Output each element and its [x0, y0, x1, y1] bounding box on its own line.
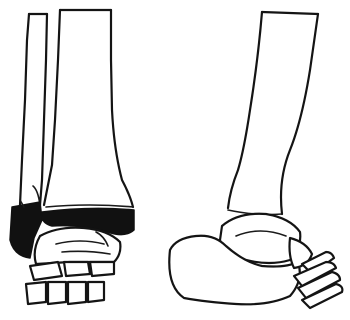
fibula: [20, 14, 47, 205]
foot-bones-anterior: [26, 262, 114, 304]
lateral-view: [169, 12, 342, 308]
talus: [35, 228, 121, 264]
tibia-lateral: [228, 12, 318, 215]
tibia: [44, 10, 133, 207]
anterior-view: [10, 10, 134, 304]
